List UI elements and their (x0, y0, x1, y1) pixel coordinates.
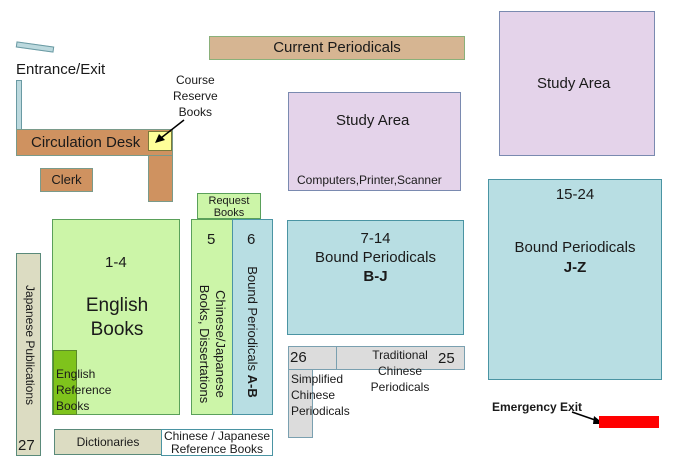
english-reference-label: English Reference Books (56, 367, 112, 413)
bound-periodicals-jz-area: 15-24 Bound Periodicals J-Z (488, 179, 662, 380)
english-books-area: 1-4 English Books (52, 219, 180, 415)
shelf-26: 26 (288, 346, 337, 370)
bound-periodicals-bj-area: 7-14 Bound Periodicals B-J (287, 220, 464, 335)
cj-reference-label-2: Reference Books (170, 442, 264, 456)
japanese-publications-shelf (16, 253, 41, 456)
bound-periodicals-bj-label: Bound Periodicals (315, 249, 436, 266)
cj-reference-label-1: Chinese / Japanese (163, 429, 271, 443)
bound-periodicals-jz-label: Bound Periodicals (514, 239, 636, 256)
circulation-desk: Circulation Desk (16, 129, 173, 156)
shelf-15-24-number: 15-24 (555, 186, 595, 203)
english-reference-shelf (53, 350, 77, 415)
course-reserve-label: Course Reserve Books (173, 73, 218, 119)
study-area-top-label: Study Area (537, 75, 611, 92)
shelf-7-14-number: 7-14 (360, 230, 391, 247)
entrance-exit-label: Entrance/Exit (16, 61, 106, 78)
request-books-label-1: Request (208, 195, 250, 207)
circulation-desk-label: Circulation Desk (31, 134, 141, 151)
emergency-exit-door (599, 416, 659, 428)
bound-periodicals-ab-label: Bound Periodicals A-B (245, 266, 260, 398)
entrance-door-marker (15, 41, 55, 53)
entrance-wall-marker (16, 80, 22, 130)
bound-periodicals-bj-range: B-J (363, 268, 388, 285)
dictionaries-shelf: Dictionaries (54, 429, 162, 455)
circulation-desk-extension (148, 155, 173, 202)
computers-printer-scanner-label: Computers,Printer,Scanner (297, 173, 442, 187)
chinese-japanese-books-label: Chinese/Japanese Books, Dissertations (197, 284, 228, 404)
traditional-chinese-periodicals-label: Traditional Chinese Periodicals (370, 348, 430, 394)
bound-periodicals-ab-area: 6 (232, 219, 273, 415)
course-reserve-arrow (155, 119, 185, 143)
study-area-middle: Study Area Computers,Printer,Scanner (288, 92, 461, 191)
shelf-6-number: 6 (247, 231, 256, 248)
request-books-label-2: Books (213, 207, 245, 219)
simplified-chinese-shelf (288, 369, 313, 438)
bound-periodicals-jz-range: J-Z (563, 259, 587, 276)
clerk-area: Clerk (40, 168, 93, 192)
study-area-top: Study Area (499, 11, 655, 156)
current-periodicals-label: Current Periodicals (273, 39, 401, 56)
shelf-27-number: 27 (18, 437, 35, 454)
japanese-publications-label: Japanese Publications (23, 284, 37, 406)
shelf-26-number: 26 (290, 349, 307, 366)
shelf-5-number: 5 (207, 231, 216, 248)
chinese-japanese-books-area: 5 (191, 219, 233, 415)
study-area-middle-label: Study Area (336, 112, 410, 129)
current-periodicals-area: Current Periodicals (209, 36, 465, 60)
request-books-area: Request Books (197, 193, 261, 219)
english-books-number: 1-4 (105, 254, 127, 271)
english-books-label: English Books (85, 295, 149, 340)
emergency-exit-label: Emergency Exit (492, 400, 583, 414)
dictionaries-label: Dictionaries (76, 435, 140, 449)
chinese-japanese-reference-shelf: Chinese / Japanese Reference Books (161, 429, 273, 456)
simplified-chinese-periodicals-label: Simplified Chinese Periodicals (291, 372, 350, 418)
shelf-25-number: 25 (438, 350, 455, 367)
clerk-label: Clerk (51, 172, 82, 187)
shelf-25: 25 (336, 346, 465, 370)
